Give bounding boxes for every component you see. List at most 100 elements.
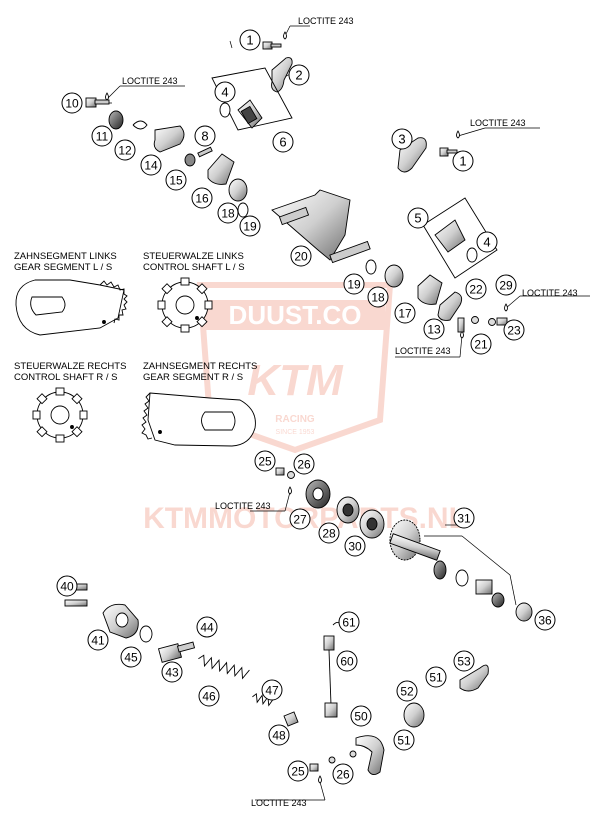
callout-circle — [534, 609, 556, 631]
callout-number: 47 — [265, 684, 279, 698]
callout-circle — [165, 169, 187, 191]
callout-23: 23 — [503, 319, 525, 341]
callout-13: 13 — [423, 318, 445, 340]
callout-44: 44 — [196, 616, 218, 638]
callout-number: 13 — [427, 323, 441, 337]
callout-number: 10 — [65, 97, 79, 111]
callout-circle — [453, 507, 475, 529]
callout-circle — [425, 666, 447, 688]
callout-circle — [318, 522, 340, 544]
callout-number: 1 — [459, 154, 466, 169]
gear-segment-left-line2: GEAR SEGMENT L / S — [14, 262, 112, 273]
washer-11 — [108, 110, 124, 130]
lever-2 — [271, 57, 293, 93]
lever-14 — [153, 125, 185, 153]
callout-number: 4 — [483, 235, 490, 250]
bushing-18-right — [384, 264, 404, 288]
callout-40: 40 — [56, 575, 78, 597]
lever-53 — [459, 664, 489, 692]
callout-number: 8 — [201, 129, 208, 144]
screw-10 — [85, 97, 110, 108]
loctite-drops — [105, 31, 508, 784]
callout-3: 3 — [391, 128, 413, 150]
inset-labels: ZAHNSEGMENT LINKS GEAR SEGMENT L / S STE… — [14, 251, 257, 383]
callout-number: 44 — [200, 621, 214, 635]
bushing-18 — [228, 178, 248, 202]
callout-48: 48 — [268, 724, 290, 746]
callout-number: 36 — [538, 614, 552, 628]
loctite-label-1: LOCTITE 243 — [298, 16, 354, 26]
gear-27 — [305, 479, 331, 509]
lever-50 — [355, 735, 385, 775]
gear-segment-right-drawing — [141, 392, 256, 447]
callout-number: 48 — [272, 729, 286, 743]
lever-13 — [437, 291, 463, 321]
callout-circle — [272, 131, 294, 153]
callout-circle — [91, 125, 113, 147]
pin-8 — [197, 146, 213, 158]
callout-number: 51 — [397, 734, 411, 748]
callout-circle — [56, 575, 78, 597]
shaft-43 — [157, 641, 196, 663]
nut-15 — [184, 153, 196, 167]
callout-61: 61 — [338, 611, 360, 633]
callout-41: 41 — [87, 629, 109, 651]
callout-number: 22 — [469, 283, 483, 297]
callout-circle — [254, 450, 276, 472]
callout-circle — [140, 154, 162, 176]
bearing-30 — [359, 509, 385, 539]
callout-number: 2 — [295, 68, 302, 83]
loctite-label-7: LOCTITE 243 — [251, 798, 307, 808]
callout-45: 45 — [120, 646, 142, 668]
callout-6: 6 — [272, 131, 294, 153]
callout-number: 12 — [118, 144, 132, 158]
shaft-gear-31 — [389, 519, 505, 608]
callout-51-2: 51 — [393, 729, 415, 751]
callout-number: 40 — [60, 580, 74, 594]
gear-segment-right-line2: GEAR SEGMENT R / S — [143, 372, 243, 383]
callout-19: 19 — [239, 215, 261, 237]
control-shaft-20 — [271, 189, 371, 264]
callout-60: 60 — [336, 650, 358, 672]
bushing-36 — [515, 602, 533, 622]
callout-circle — [161, 661, 183, 683]
callout-circle — [288, 64, 310, 86]
callout-number: 1 — [246, 33, 253, 48]
bushing-52 — [403, 702, 425, 728]
parts — [64, 41, 533, 775]
oring-45 — [139, 625, 153, 643]
callout-number: 3 — [398, 132, 405, 147]
callout-30: 30 — [344, 535, 366, 557]
callout-circle — [393, 729, 415, 751]
callout-circle — [476, 231, 498, 253]
callout-25-2: 25 — [287, 760, 309, 782]
callout-29: 29 — [495, 274, 517, 296]
callout-50: 50 — [350, 705, 372, 727]
callout-number: 26 — [336, 768, 350, 782]
callout-circle — [343, 273, 365, 295]
callout-31: 31 — [453, 507, 475, 529]
valve-box-right — [422, 197, 498, 279]
callout-circle — [503, 319, 525, 341]
callout-circle — [465, 278, 487, 300]
loctite-label-3: LOCTITE 243 — [470, 118, 526, 128]
callout-number: 43 — [165, 666, 179, 680]
callout-circle — [239, 215, 261, 237]
callout-number: 27 — [293, 513, 307, 527]
callout-46: 46 — [198, 685, 220, 707]
callout-number: 20 — [294, 250, 308, 264]
watermark-brand-text: KTM — [247, 356, 344, 405]
screw-top — [262, 41, 282, 50]
callout-11: 11 — [91, 125, 113, 147]
callout-circle — [396, 680, 418, 702]
callout-circle — [344, 535, 366, 557]
callout-number: 29 — [499, 279, 513, 293]
callout-number: 30 — [348, 540, 362, 554]
callout-19-2: 19 — [343, 273, 365, 295]
gear-segment-right-line1: ZAHNSEGMENT RECHTS — [143, 361, 257, 372]
callout-number: 46 — [202, 690, 216, 704]
rod-60 — [323, 635, 338, 718]
callout-52: 52 — [396, 680, 418, 702]
